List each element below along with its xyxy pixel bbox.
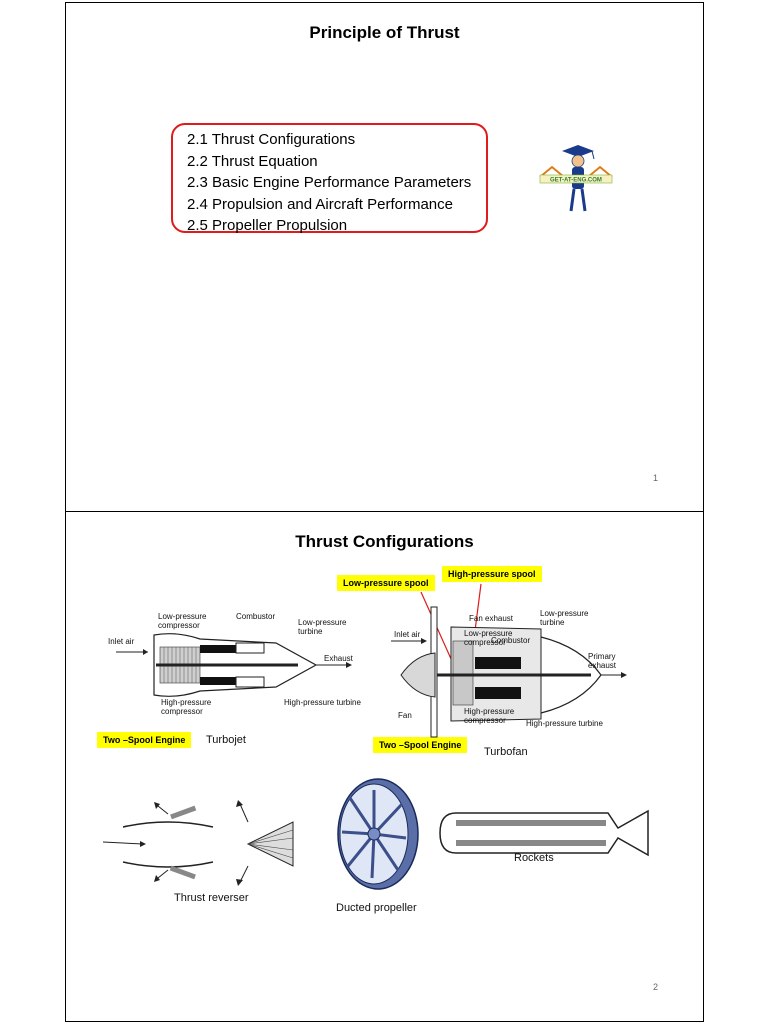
toc-item-3[interactable]: 2.3 Basic Engine Performance Parameters — [187, 174, 472, 191]
toc-item-4[interactable]: 2.4 Propulsion and Aircraft Performance — [187, 195, 453, 213]
rockets-caption: Rockets — [514, 852, 554, 864]
turbojet-diagram — [116, 633, 352, 697]
toc-box: 2.1 Thrust Configurations 2.2 Thrust Equ… — [171, 123, 488, 234]
ducted-propeller-caption: Ducted propeller — [336, 902, 417, 914]
rocket-diagram — [439, 809, 649, 857]
toc-item-2[interactable]: 2.2 Thrust Equation — [187, 152, 318, 170]
slide-1: Principle of Thrust 2.1 Thrust Configura… — [65, 2, 704, 512]
thrust-reverser-diagram — [102, 800, 294, 886]
slide-2: Thrust Configurations Low-pressure spool… — [65, 511, 704, 1022]
highlight-two-spool-right: Two –Spool Engine — [373, 737, 468, 753]
toc-item-5[interactable]: 2.5 Propeller Propulsion — [187, 217, 348, 234]
turbofan-caption: Turbofan — [484, 746, 528, 758]
toc-item-1[interactable]: 2.1 Thrust Configurations — [187, 131, 356, 148]
turbojet-caption: Turbojet — [206, 734, 246, 746]
tj-label-combustor: Combustor — [236, 612, 276, 621]
logo-mascot-icon: GET-AT-ENG.COM — [539, 145, 613, 212]
thrust-reverser-caption: Thrust reverser — [174, 892, 249, 904]
tj-label-exhaust: Exhaust — [324, 654, 353, 663]
tf-label-hp-turbine: High-pressure turbine — [526, 719, 603, 728]
slide-2-title: Thrust Configurations — [295, 532, 474, 551]
tf-label-combustor: Combustor — [491, 636, 531, 645]
tf-label-fan: Fan — [398, 711, 412, 720]
spool-pointer-lines — [420, 583, 482, 671]
tj-label-hp-turbine: High-pressure turbine — [284, 698, 361, 707]
turbofan-diagram — [391, 606, 627, 738]
ducted-propeller-diagram — [337, 778, 419, 890]
highlight-low-pressure-spool: Low-pressure spool — [337, 575, 435, 591]
highlight-high-pressure-spool: High-pressure spool — [442, 566, 542, 582]
logo-text: GET-AT-ENG.COM — [550, 178, 602, 184]
page-number-1: 1 — [652, 473, 658, 483]
tj-label-inlet-air: Inlet air — [108, 637, 135, 646]
slide-1-title: Principle of Thrust — [309, 23, 460, 42]
highlight-two-spool-left: Two –Spool Engine — [97, 732, 192, 748]
page-number-2: 2 — [652, 982, 658, 992]
tf-label-inlet-air: Inlet air — [394, 630, 421, 639]
tf-label-fan-exhaust: Fan exhaust — [469, 614, 514, 623]
